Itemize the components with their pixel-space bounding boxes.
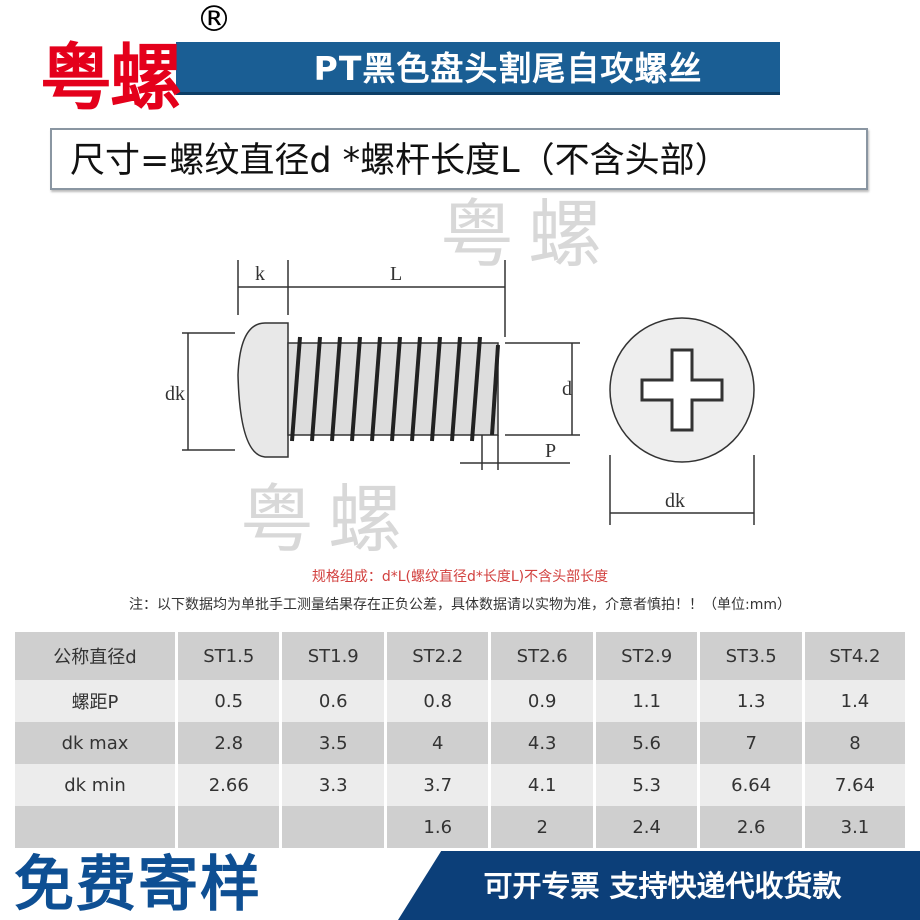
product-title: PT黑色盘头割尾自攻螺丝	[313, 49, 703, 88]
table-cell: 2.6	[697, 806, 804, 848]
spec-composition: 规格组成：d*L(螺纹直径d*长度L)不含头部长度	[311, 569, 609, 585]
table-cell: 2	[488, 806, 595, 848]
table-cell: 7.64	[801, 764, 905, 806]
table-cell: 4	[383, 722, 490, 764]
brand-logo: 粤螺	[40, 36, 182, 120]
table-cell: 2.66	[174, 764, 281, 806]
table-cell: ST3.5	[697, 632, 804, 680]
dim-label-d: d	[562, 378, 572, 400]
table-cell: 0.6	[279, 680, 386, 722]
row-label-cell: 螺距P	[15, 680, 177, 722]
table-cell: ST1.5	[174, 632, 281, 680]
table-cell: 0.9	[488, 680, 595, 722]
row-label-cell: 公称直径d	[15, 632, 177, 680]
row-label-cell: dk min	[15, 764, 177, 806]
row-label-cell	[15, 806, 177, 848]
services-text: 可开专票 支持快递代收货款	[483, 869, 842, 903]
banner-right-bg	[398, 851, 920, 920]
table-cell: 2.8	[174, 722, 281, 764]
watermark-middle: 粤螺	[240, 477, 416, 563]
dim-label-k: k	[255, 263, 265, 285]
product-title-bar: PT黑色盘头割尾自攻螺丝	[176, 42, 780, 95]
table-cell: 3.3	[279, 764, 386, 806]
row-label-cell: dk max	[15, 722, 177, 764]
watermark-top: 粤螺	[440, 192, 616, 278]
registered-mark: ®	[196, 0, 232, 40]
table-cell: 1.4	[801, 680, 905, 722]
dim-label-P: P	[545, 440, 556, 462]
table-cell: 0.8	[383, 680, 490, 722]
table-cell: ST2.6	[488, 632, 595, 680]
table-cell: 1.3	[697, 680, 804, 722]
size-formula: 尺寸=螺纹直径d *螺杆长度L（不含头部）	[50, 128, 868, 190]
dim-label-dk-side: dk	[165, 383, 185, 405]
table-cell: ST2.2	[383, 632, 490, 680]
table-cell	[174, 806, 281, 848]
measurement-note: 注：以下数据均为单批手工测量结果存在正负公差，具体数据请以实物为准，介意者慎拍！…	[129, 597, 791, 613]
table-cell: ST1.9	[279, 632, 386, 680]
table-cell: ST4.2	[801, 632, 905, 680]
dim-label-L: L	[390, 263, 402, 285]
table-cell: 8	[801, 722, 905, 764]
table-cell: 5.3	[592, 764, 699, 806]
table-cell: 4.3	[488, 722, 595, 764]
table-cell	[279, 806, 386, 848]
table-cell: 1.6	[383, 806, 490, 848]
phillips-cross	[640, 348, 724, 432]
table-cell: 2.4	[592, 806, 699, 848]
table-cell: ST2.9	[592, 632, 699, 680]
table-cell: 0.5	[174, 680, 281, 722]
dim-label-dk-top: dk	[665, 490, 685, 512]
free-sample-text: 免费寄样	[14, 850, 262, 920]
table-cell: 6.64	[697, 764, 804, 806]
screw-head	[237, 322, 289, 458]
table-cell: 7	[697, 722, 804, 764]
table-cell: 5.6	[592, 722, 699, 764]
table-cell: 4.1	[488, 764, 595, 806]
table-cell: 3.7	[383, 764, 490, 806]
table-cell: 1.1	[592, 680, 699, 722]
table-cell: 3.5	[279, 722, 386, 764]
thread-lines	[290, 336, 500, 442]
banner-left-bg	[0, 851, 460, 920]
table-cell: 3.1	[801, 806, 905, 848]
screw-technical-drawing: k L dk d P dk	[165, 260, 755, 525]
